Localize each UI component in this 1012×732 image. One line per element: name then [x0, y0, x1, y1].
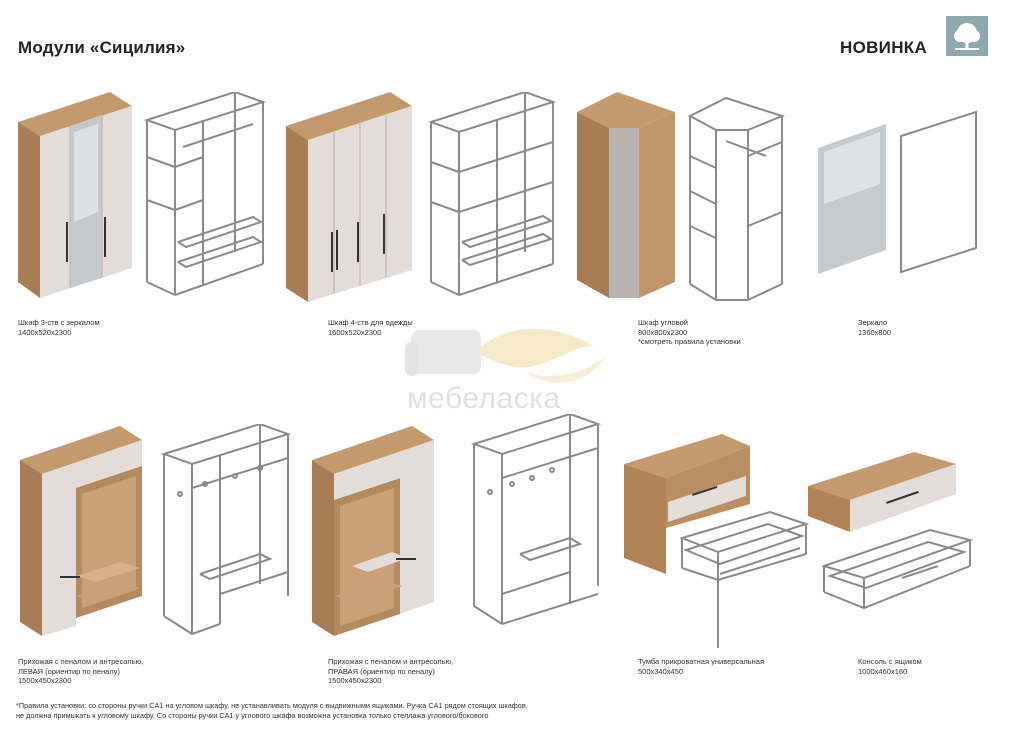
- wardrobe-3-door-frame-image: [143, 92, 267, 296]
- product-caption: Зеркало 1360х800: [858, 318, 891, 337]
- hallway-right-image: [312, 426, 434, 636]
- product-caption: Шкаф 3-ств с зеркалом 1400х520х2300: [18, 318, 100, 337]
- product-note: *смотреть правила установки: [638, 337, 741, 346]
- product-caption: Тумба прикроватная универсальная 500х340…: [638, 657, 764, 676]
- page-title: Модули «Сицилия»: [18, 38, 186, 57]
- bedside-table-frame-image: [680, 510, 810, 648]
- hallway-left-image: [20, 426, 142, 636]
- wardrobe-4-door-frame-image: [427, 92, 557, 296]
- product-name: Шкаф угловой: [638, 318, 688, 327]
- watermark: мебеласка: [405, 312, 610, 420]
- product-size: 1500х450х2300: [328, 676, 382, 685]
- product-name: Шкаф 4-ств для одежды: [328, 318, 413, 327]
- product-name: Прихожая с пеналом и антресолью,: [328, 657, 454, 666]
- product-caption: Шкаф угловой 800х800х2300 *смотреть прав…: [638, 318, 741, 347]
- product-caption: Шкаф 4-ств для одежды 1600х520х2300: [328, 318, 413, 337]
- tree-logo-icon: [946, 16, 988, 56]
- product-name: Зеркало: [858, 318, 888, 327]
- wardrobe-4-door-image: [286, 92, 412, 302]
- product-size: 1000х460х160: [858, 666, 908, 676]
- mirror-frame-image: [900, 110, 977, 274]
- footnote-line: не должна примыкать к угловому шкафу. Со…: [16, 711, 489, 720]
- hallway-left-frame-image: [160, 424, 292, 635]
- watermark-text: мебеласка: [407, 382, 561, 415]
- console-drawer-frame-image: [822, 528, 974, 610]
- bedside-table-image: [624, 434, 750, 574]
- product-caption: Консоль с ящиком 1000х460х160: [858, 657, 922, 676]
- installation-footnote: *Правила установки: со стороны ручки CA1…: [16, 701, 528, 721]
- product-name: Тумба прикроватная универсальная: [638, 657, 765, 666]
- console-drawer-image: [808, 452, 956, 532]
- product-name: Шкаф 3-ств с зеркалом: [18, 318, 100, 327]
- product-size: 1600х520х2300: [328, 327, 382, 337]
- hallway-right-frame-image: [470, 414, 602, 625]
- footnote-line: *Правила установки: со стороны ручки CA1…: [16, 701, 528, 710]
- product-size: 800х800х2300: [638, 327, 688, 337]
- product-name: Консоль с ящиком: [858, 657, 922, 666]
- product-size: 500х340х450: [638, 666, 684, 676]
- wardrobe-3-door-image: [18, 92, 132, 298]
- corner-wardrobe-frame-image: [687, 96, 785, 301]
- product-name: Прихожая с пеналом и антресолью,: [18, 657, 144, 666]
- product-size: 1400х520х2300: [18, 327, 72, 337]
- mirror-image: [818, 124, 886, 274]
- product-caption: Прихожая с пеналом и антресолью, ПРАВАЯ …: [328, 657, 453, 686]
- product-line2: ПРАВАЯ (ориентир по пеналу): [328, 666, 435, 676]
- product-size: 1360х800: [858, 327, 891, 337]
- product-size: 1500х450х2300: [18, 676, 72, 685]
- product-caption: Прихожая с пеналом и антресолью, ЛЕВАЯ (…: [18, 657, 143, 686]
- corner-wardrobe-image: [577, 92, 675, 298]
- new-badge: НОВИНКА: [840, 38, 928, 57]
- product-line2: ЛЕВАЯ (ориентир по пеналу): [18, 666, 120, 676]
